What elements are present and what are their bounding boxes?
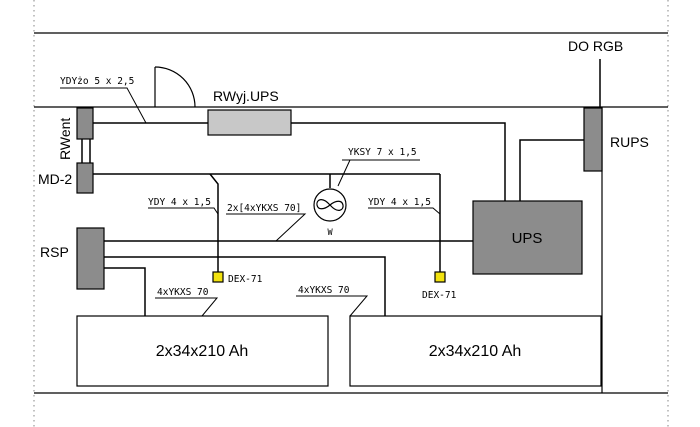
fan-icon	[313, 188, 347, 222]
battery-right-box	[349, 315, 602, 387]
rwyj-ups-label: RWyj.UPS	[213, 88, 279, 104]
ups-box	[472, 200, 583, 275]
page-margins	[33, 0, 669, 427]
cable-label-ykxs-left: 4xYKXS 70	[157, 287, 209, 298]
dex-right-sensor	[434, 271, 446, 283]
battery-left-label: 2x34x210 Ah	[156, 343, 249, 360]
cable-leaders	[60, 87, 441, 317]
cable-label-ydy-right: YDY 4 x 1,5	[368, 197, 431, 208]
rwent-label: RWent	[57, 118, 73, 160]
wiring	[81, 59, 601, 316]
do-rgb-label: DO RGB	[568, 38, 623, 54]
rups-label: RUPS	[610, 134, 649, 150]
rwent-box	[76, 107, 94, 140]
rups-box	[583, 107, 603, 172]
rsp-label: RSP	[40, 244, 69, 260]
dex-left-label: DEX-71	[228, 274, 263, 285]
dex-right-label: DEX-71	[422, 290, 457, 301]
dex-left-sensor	[212, 271, 224, 283]
rsp-box	[76, 227, 105, 290]
cable-label-ykxs-right: 4xYKXS 70	[298, 285, 350, 296]
cable-label-ydy-left: YDY 4 x 1,5	[148, 197, 211, 208]
cable-label-ydyzo: YDYżo 5 x 2,5	[60, 76, 134, 87]
rwyj-ups-box	[207, 109, 292, 136]
ups-label: UPS	[512, 230, 543, 247]
cable-label-yksy: YKSY 7 x 1,5	[348, 147, 417, 158]
md2-label: MD-2	[38, 171, 72, 187]
fan-letter-label: W	[327, 228, 333, 238]
battery-left-box	[76, 315, 329, 387]
cable-label-ykxs-main: 2x[4xYKXS 70]	[227, 203, 301, 214]
battery-right-label: 2x34x210 Ah	[429, 343, 522, 360]
md2-box	[76, 162, 94, 194]
